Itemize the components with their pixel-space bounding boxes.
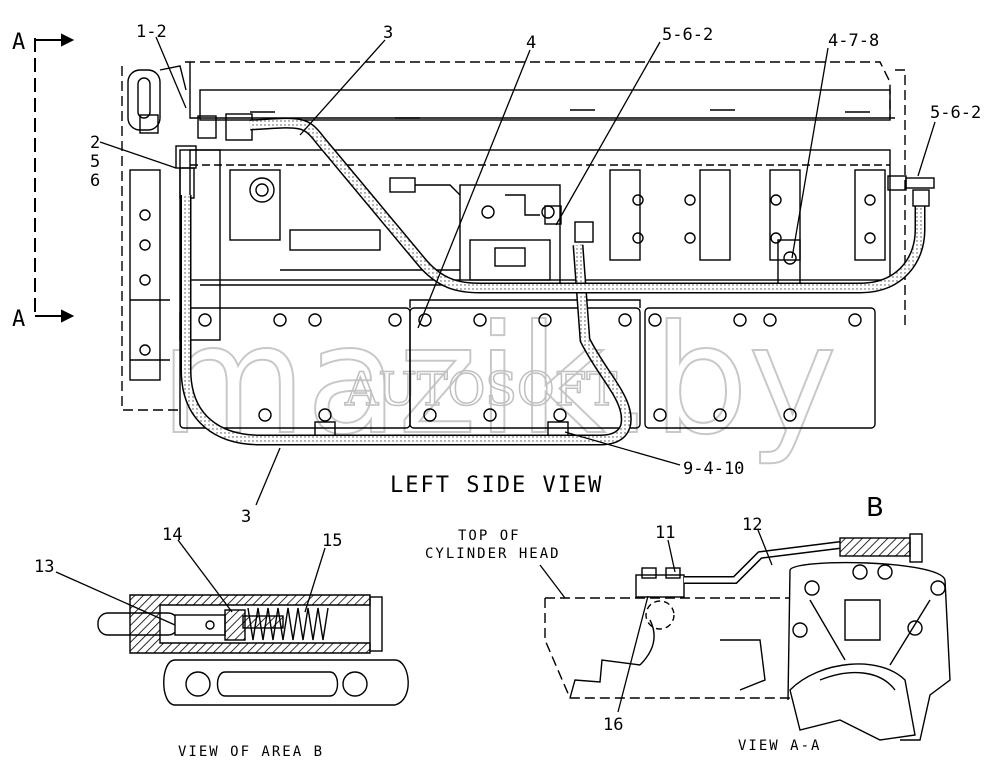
- top-of-cylinder-head-line1: TOP OF: [458, 528, 521, 544]
- callout-5: 5: [90, 152, 100, 172]
- callout-5-6-2-top: 5-6-2: [662, 25, 713, 45]
- section-label-bottom: A: [12, 307, 27, 332]
- callout-14: 14: [162, 525, 182, 545]
- top-of-cylinder-head-line2: CYLINDER HEAD: [425, 546, 561, 562]
- callout-2: 2: [90, 133, 100, 153]
- callout-11: 11: [655, 523, 675, 543]
- watermark-secondary: AUTOSOFT: [344, 362, 618, 416]
- callout-4-7-8: 4-7-8: [828, 31, 879, 51]
- callout-4: 4: [526, 33, 536, 53]
- view-of-area-b-title: VIEW OF AREA B: [178, 744, 324, 760]
- fuel-lines: [180, 117, 930, 446]
- callout-9-4-10: 9-4-10: [683, 459, 744, 479]
- section-marker-a: [34, 33, 75, 323]
- left-side-view-title: LEFT SIDE VIEW: [390, 473, 603, 498]
- callout-b: B: [866, 493, 884, 523]
- callout-15: 15: [322, 531, 342, 551]
- view-a-a: [544, 533, 951, 741]
- view-a-a-leaders: [539, 529, 773, 713]
- section-label-top: A: [12, 30, 27, 55]
- leader-lines: [99, 36, 936, 506]
- callout-13: 13: [34, 557, 54, 577]
- callout-1-2: 1-2: [136, 22, 167, 42]
- view-a-a-title: VIEW A-A: [738, 738, 821, 754]
- area-b-leaders: [55, 539, 326, 626]
- callout-5-6-2-right: 5-6-2: [930, 103, 981, 123]
- view-of-area-b: [97, 594, 409, 706]
- callout-3-bottom: 3: [241, 507, 251, 527]
- callout-16: 16: [603, 715, 623, 735]
- callout-6: 6: [90, 171, 100, 191]
- callout-3-top: 3: [383, 23, 393, 43]
- callout-12: 12: [742, 515, 762, 535]
